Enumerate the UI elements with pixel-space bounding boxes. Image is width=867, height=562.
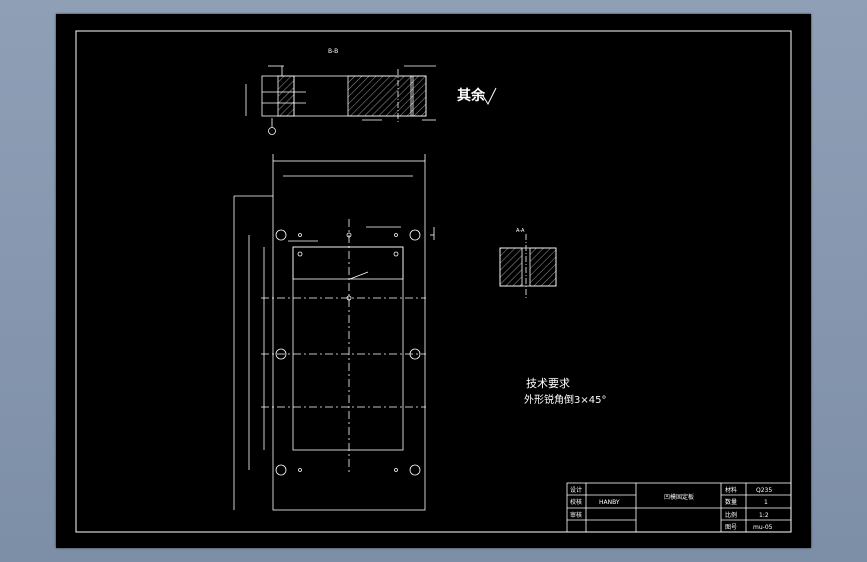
roughness-symbol xyxy=(482,87,497,106)
detail-hatch-right xyxy=(529,247,557,287)
mid-hole-left xyxy=(275,348,287,360)
datum-symbol xyxy=(268,127,276,135)
pin-hole-center xyxy=(346,295,352,301)
small-hole-bl xyxy=(298,468,302,472)
section-hatch-left xyxy=(277,75,295,117)
detail-section: A-A xyxy=(499,228,557,299)
title-block-frame xyxy=(566,482,792,533)
small-hole-br xyxy=(394,468,398,472)
tb-review-label: 审核 xyxy=(570,511,582,519)
tb-material-label: 材料 xyxy=(725,486,737,494)
tb-material-value: Q235 xyxy=(756,487,772,494)
corner-hole-bl xyxy=(275,464,287,476)
roughness-note: 其余 xyxy=(457,87,486,104)
small-hole-tr xyxy=(394,233,398,237)
tech-req-title: 技术要求 xyxy=(526,377,570,390)
section-hatch-right xyxy=(347,75,414,117)
plate-outline xyxy=(272,160,426,511)
tb-design-label: 设计 xyxy=(570,486,582,494)
tb-quantity-value: 1 xyxy=(764,499,768,506)
tb-drawing-no-value: mu-05 xyxy=(753,524,773,531)
drawing-border xyxy=(75,30,792,533)
tb-scale-value: 1:2 xyxy=(759,512,769,519)
dim-leader-center xyxy=(349,271,369,280)
tb-check-label: 校核 xyxy=(570,498,582,506)
tb-scale-label: 比例 xyxy=(725,511,737,519)
section-label: B-B xyxy=(328,48,338,55)
tb-drawing-no-label: 图号 xyxy=(725,524,737,531)
tech-req-line: 外形锐角倒3×45° xyxy=(524,393,606,406)
corner-hole-tl xyxy=(275,229,287,241)
corner-hole-tr xyxy=(409,229,421,241)
mid-hole-right xyxy=(409,348,421,360)
detail-hatch-left xyxy=(499,247,523,287)
pocket-top-step xyxy=(292,246,404,280)
detail-label: A-A xyxy=(516,228,525,234)
title-block xyxy=(566,482,792,533)
tb-part-name: 凹模固定板 xyxy=(664,493,694,501)
pin-hole-right xyxy=(393,251,399,257)
small-hole-tl xyxy=(298,233,302,237)
plan-view xyxy=(233,154,435,511)
section-hatch-edge xyxy=(410,75,427,117)
pin-hole-left xyxy=(297,251,303,257)
title-block-text: 设计 校核 HANBY 审核 凹模固定板 材料 Q235 数量 1 比例 1:2… xyxy=(570,486,773,531)
tb-check-name: HANBY xyxy=(599,499,620,506)
corner-hole-br xyxy=(409,464,421,476)
drawing-canvas: B-B 其余 xyxy=(75,30,792,533)
inner-pocket xyxy=(292,246,404,451)
tb-quantity-label: 数量 xyxy=(725,498,737,506)
pin-hole-top xyxy=(346,232,352,238)
section-view: B-B xyxy=(245,48,436,135)
drawing-sheet: B-B 其余 xyxy=(56,14,811,548)
